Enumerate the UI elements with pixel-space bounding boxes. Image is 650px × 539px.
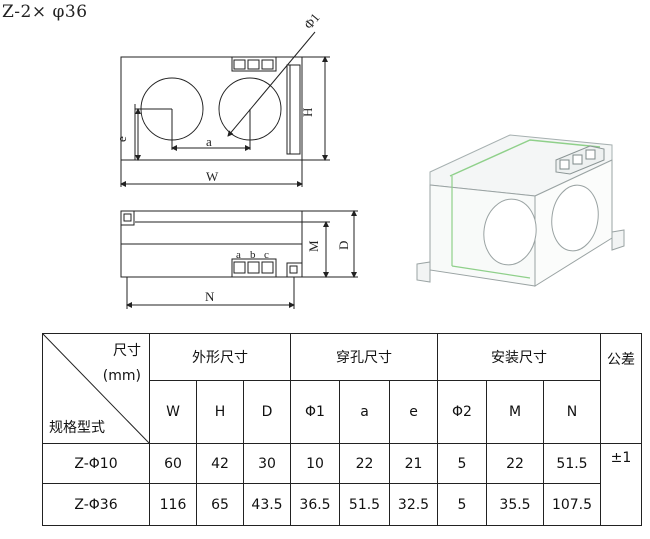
- cell-n: 51.5: [543, 443, 601, 484]
- cell-m: 35.5: [486, 483, 544, 526]
- side-view: [120, 210, 358, 309]
- phi1-label: Φ1: [301, 10, 323, 32]
- col-phi2: Φ2: [437, 380, 487, 444]
- col-w: W: [149, 380, 197, 444]
- col-h: H: [196, 380, 244, 444]
- terminal-a-label: a: [236, 249, 241, 261]
- m-label: M: [306, 240, 321, 252]
- spec-table: 尺寸 (mm) 规格型式 外形尺寸 穿孔尺寸 安装尺寸 公差 W H D Φ1 …: [42, 333, 642, 526]
- col-e: e: [389, 380, 438, 444]
- front-side-bracket: [286, 64, 301, 155]
- cell-d: 30: [243, 443, 291, 484]
- cell-w: 116: [149, 483, 197, 526]
- cell-phi2: 5: [437, 443, 487, 484]
- group-hole: 穿孔尺寸: [290, 333, 438, 381]
- table-row: Z-Φ36 116 65 43.5 36.5 51.5 32.5 5 35.5 …: [42, 483, 642, 526]
- isometric-view: [416, 134, 625, 287]
- col-n: N: [543, 380, 601, 444]
- cell-d: 43.5: [243, 483, 291, 526]
- front-body-outline: [120, 56, 303, 161]
- group-mount: 安装尺寸: [437, 333, 601, 381]
- tolerance-value: ±1: [600, 443, 642, 526]
- page-title: Z-2× φ36: [2, 2, 88, 22]
- n-label: N: [205, 289, 215, 304]
- cell-m: 22: [486, 443, 544, 484]
- col-phi1: Φ1: [290, 380, 340, 444]
- col-d: D: [243, 380, 291, 444]
- a-label: a: [206, 134, 212, 149]
- cell-h: 42: [196, 443, 244, 484]
- e-label: e: [114, 136, 129, 142]
- cell-h: 65: [196, 483, 244, 526]
- row-model: Z-Φ36: [42, 483, 150, 526]
- cell-phi1: 10: [290, 443, 340, 484]
- table-row: Z-Φ10 60 42 30 10 22 21 5 22 51.5 ±1: [42, 443, 642, 526]
- terminal-c-label: c: [264, 249, 269, 261]
- corner-header: 尺寸 (mm) 规格型式: [42, 333, 150, 444]
- cell-phi1: 36.5: [290, 483, 340, 526]
- group-outer: 外形尺寸: [149, 333, 291, 381]
- side-terminal-block: [231, 258, 277, 278]
- terminal-b-label: b: [250, 249, 256, 261]
- cell-a: 22: [339, 443, 390, 484]
- w-label: W: [206, 169, 219, 184]
- tolerance-header: 公差: [607, 351, 635, 368]
- col-m: M: [486, 380, 544, 444]
- group-tolerance: 公差: [600, 333, 642, 444]
- cell-e: 21: [389, 443, 438, 484]
- cell-phi2: 5: [437, 483, 487, 526]
- corner-size-label: 尺寸: [113, 343, 141, 359]
- d-label: D: [336, 241, 351, 250]
- corner-model-label: 规格型式: [49, 420, 105, 436]
- front-terminal-block: [231, 56, 277, 72]
- cell-n: 107.5: [543, 483, 601, 526]
- cell-a: 51.5: [339, 483, 390, 526]
- corner-unit-label: (mm): [102, 368, 141, 384]
- cell-e: 32.5: [389, 483, 438, 526]
- technical-drawings: Φ1 H e a W a b c M D N: [114, 10, 625, 309]
- h-label: H: [300, 108, 315, 117]
- cell-w: 60: [149, 443, 197, 484]
- row-model: Z-Φ10: [42, 443, 150, 484]
- front-view: [120, 31, 330, 187]
- col-a: a: [339, 380, 390, 444]
